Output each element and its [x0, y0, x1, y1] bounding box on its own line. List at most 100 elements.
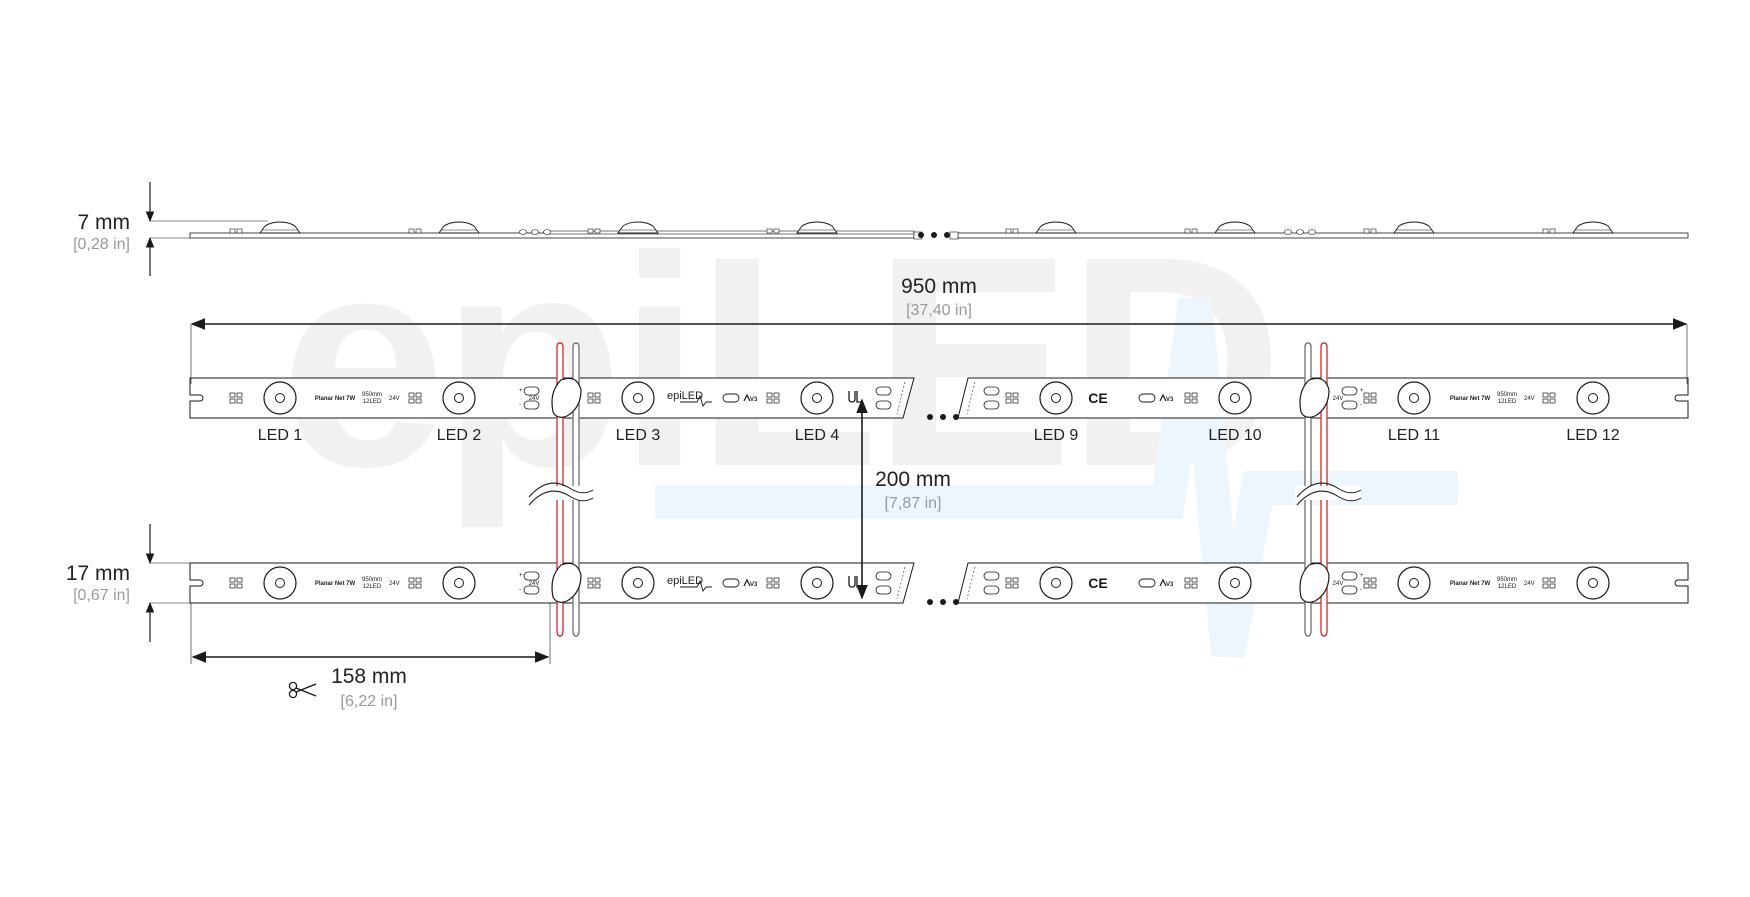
led-label: LED 1	[258, 427, 303, 444]
wire-break-gap	[527, 486, 593, 500]
connector-oval	[1341, 571, 1358, 581]
spec-led-count: 12LED	[363, 399, 382, 405]
solder-pad	[1370, 398, 1377, 404]
solder-pad	[773, 398, 780, 404]
connector-oval	[875, 571, 892, 581]
led-chip	[275, 578, 285, 588]
oval-marking	[722, 393, 740, 403]
v3-mark: V3	[1166, 397, 1174, 403]
led-chip	[1230, 578, 1240, 588]
spec-led-count: 12LED	[363, 584, 382, 590]
cable-joint-housing	[1299, 562, 1330, 603]
led-label: LED 2	[437, 427, 482, 444]
v3-mark-icon	[1159, 393, 1167, 402]
spec-length: 950mm	[362, 577, 382, 583]
polarity-minus: -	[519, 402, 521, 408]
solder-pad	[1542, 398, 1549, 404]
solder-pad	[1184, 583, 1191, 589]
led-chip	[1588, 578, 1598, 588]
polarity-minus: -	[1360, 587, 1362, 593]
side-board-right	[957, 232, 1689, 239]
side-led-lens	[1572, 221, 1614, 234]
solder-pad	[229, 398, 236, 404]
solder-pad	[1005, 583, 1012, 589]
side-connector-bead	[1284, 229, 1292, 235]
product-name: Planar Net 7W	[315, 581, 356, 587]
voltage-marking: 24V	[529, 581, 540, 587]
dim-module-width-inches: [0,67 in]	[73, 587, 130, 604]
spec-length: 950mm	[1497, 577, 1517, 583]
brand-logo-pulse	[680, 579, 712, 592]
wire-layer	[527, 342, 1362, 637]
connector-oval	[983, 386, 1000, 396]
solder-pad	[229, 583, 236, 589]
dim-spacing: 200 mm	[875, 468, 951, 491]
solder-pad	[773, 583, 780, 589]
led-chip	[812, 578, 822, 588]
v3-mark-icon	[743, 578, 751, 587]
product-name: Planar Net 7W	[1450, 396, 1491, 402]
solder-pad	[415, 398, 422, 404]
cable-joint-housing	[551, 377, 582, 418]
v3-mark-icon	[743, 393, 751, 402]
side-pad	[1191, 228, 1198, 234]
cable-joint-housing	[551, 562, 582, 603]
voltage-marking: 24V	[389, 396, 400, 402]
polarity-plus: +	[1360, 573, 1364, 579]
solder-pad	[587, 583, 594, 589]
solder-pad	[229, 577, 236, 583]
solder-pad	[773, 392, 780, 398]
brand-logo: epiLED	[667, 575, 703, 587]
solder-pad	[587, 577, 594, 583]
dim-spacing-inches: [7,87 in]	[885, 495, 942, 512]
solder-pad	[1191, 583, 1198, 589]
ce-mark-icon: CE	[1088, 575, 1107, 591]
voltage-marking: 24V	[389, 581, 400, 587]
solder-pad	[773, 577, 780, 583]
side-connector-bead	[519, 229, 527, 235]
side-pad	[594, 228, 601, 234]
solder-pad	[1542, 583, 1549, 589]
solder-pad	[1370, 583, 1377, 589]
solder-pad	[1012, 577, 1019, 583]
wire-break-mark	[1296, 490, 1362, 506]
side-board-end	[949, 231, 959, 240]
dim-cut-length-inches: [6,22 in]	[341, 693, 398, 710]
ellipsis-dot	[940, 414, 946, 420]
solder-pad	[1012, 398, 1019, 404]
voltage-marking: 24V	[1524, 581, 1535, 587]
solder-pad	[1549, 583, 1556, 589]
solder-pad	[766, 398, 773, 404]
connector-oval	[875, 386, 892, 396]
side-pad	[229, 228, 236, 234]
ce-mark-icon: CE	[1088, 390, 1107, 406]
v3-mark: V3	[1166, 582, 1174, 588]
wire-break-mark	[1296, 482, 1362, 498]
led-chip	[1051, 578, 1061, 588]
v3-mark: V3	[750, 582, 758, 588]
ellipsis-dot	[953, 599, 959, 605]
solder-pad	[1012, 392, 1019, 398]
voltage-marking: 24V	[1333, 581, 1344, 587]
brand-logo-pulse	[680, 394, 712, 407]
side-pad	[236, 228, 243, 234]
dim-cut-length: 158 mm	[331, 665, 407, 688]
cut-guide	[966, 381, 976, 415]
side-pad	[1012, 228, 1019, 234]
solder-pad	[408, 398, 415, 404]
solder-pad	[236, 577, 243, 583]
connector-oval	[875, 400, 892, 410]
connector-oval	[523, 400, 540, 410]
solder-pad	[415, 583, 422, 589]
led-chip	[1051, 393, 1061, 403]
ellipsis-dot	[927, 414, 933, 420]
connector-oval	[1341, 585, 1358, 595]
led-labels: LED 1 LED 2 LED 3 LED 4 LED 9 LED 10 LED…	[258, 427, 1620, 444]
solder-pad	[594, 583, 601, 589]
voltage-marking: 24V	[529, 396, 540, 402]
solder-pad	[408, 583, 415, 589]
side-pad	[766, 228, 773, 234]
joint-layer	[551, 377, 1330, 603]
